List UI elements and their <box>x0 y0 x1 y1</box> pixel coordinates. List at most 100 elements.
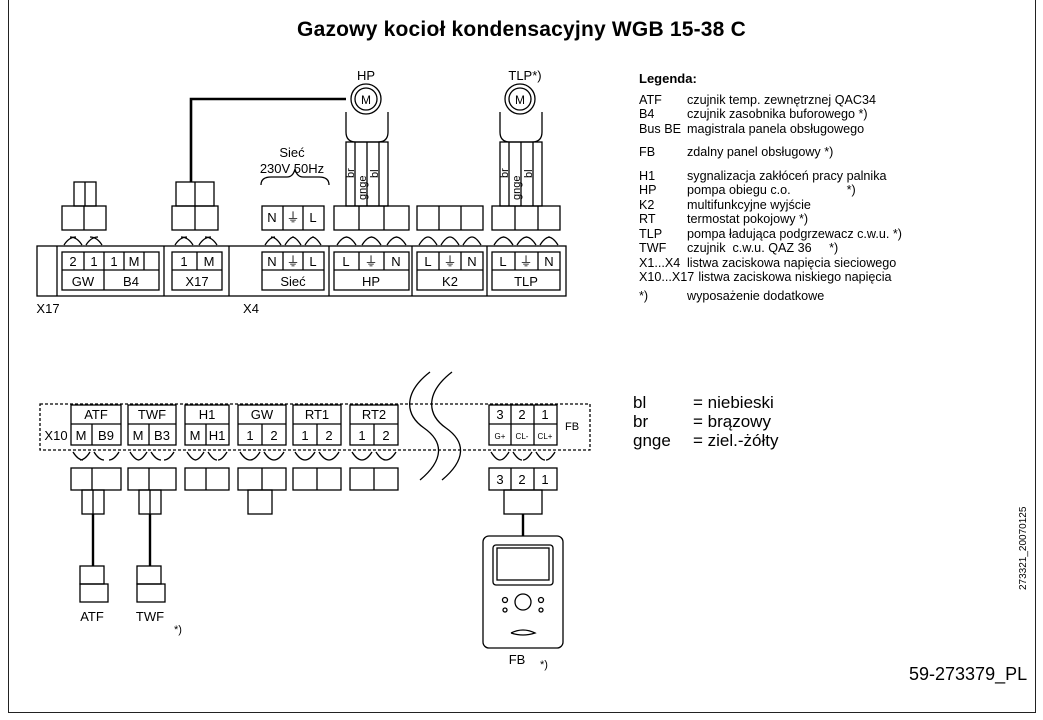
pin-label: ⏚ <box>286 254 299 269</box>
page-title: Gazowy kocioł kondensacyjny WGB 15-38 C <box>297 18 746 41</box>
fb-label: FB <box>509 652 526 667</box>
legend-heading: Legenda: <box>639 71 697 86</box>
group-label: K2 <box>442 274 458 289</box>
plug-pin-number: 1 <box>541 472 548 487</box>
pin-label: 1 <box>301 428 308 443</box>
wire-label: gnge <box>511 176 523 200</box>
twf-note: *) <box>174 624 182 636</box>
supply-label: Sieć <box>279 145 305 160</box>
plug-siec <box>261 205 325 231</box>
group-label: TWF <box>138 407 166 422</box>
pin-label: 2 <box>382 428 389 443</box>
supply-bracket <box>260 168 330 186</box>
plug-hp <box>333 205 410 231</box>
group-label: RT1 <box>305 407 329 422</box>
colour-row: br= brązowy <box>633 412 771 431</box>
pin-label: G+ <box>495 432 506 441</box>
plug-tlp <box>491 205 561 231</box>
wire-label: gnge <box>357 176 369 200</box>
colour-row: bl= niebieski <box>633 393 774 412</box>
pin-label: 2 <box>69 254 76 269</box>
vertical-reference: 273321_20070125 <box>1018 506 1029 590</box>
group-label: TLP <box>514 274 538 289</box>
group-label: Sieć <box>280 274 306 289</box>
motor-symbol: M <box>515 93 525 107</box>
group-label: RT2 <box>362 407 386 422</box>
tlp-pump <box>499 83 543 207</box>
group-label: B4 <box>123 274 139 289</box>
pin-label: N <box>467 254 476 269</box>
pin-label: CL+ <box>538 432 553 441</box>
pin-number: 1 <box>541 407 548 422</box>
pin-label: N <box>267 254 276 269</box>
bottom-strip-frame <box>39 403 591 451</box>
group-label: GW <box>72 274 95 289</box>
hp-pump <box>345 83 389 207</box>
pin-label: ⏚ <box>519 254 532 269</box>
atf-label: ATF <box>80 609 104 624</box>
wire-label: br <box>345 168 357 178</box>
pin-label: L <box>499 254 506 269</box>
group-label: GW <box>251 407 274 422</box>
pin-label: L <box>309 210 316 225</box>
fb-remote-panel <box>482 535 564 649</box>
reference-code: 59-273379_PL <box>909 664 1028 684</box>
pin-label: L <box>424 254 431 269</box>
pin-label: M <box>133 428 144 443</box>
break-line-1 <box>409 371 440 481</box>
pin-label: N <box>544 254 553 269</box>
top-plug-arcs <box>63 236 559 246</box>
twf-sensor <box>136 565 162 585</box>
group-label: X17 <box>185 274 208 289</box>
pin-label: M <box>129 254 140 269</box>
pin-label: ⏚ <box>443 254 456 269</box>
pin-label: M <box>76 428 87 443</box>
x17-cable <box>189 97 346 182</box>
group-label: ATF <box>84 407 108 422</box>
pin-label: 2 <box>325 428 332 443</box>
top-strip-frame <box>36 245 567 297</box>
legend-row: *)wyposażenie dodatkowe <box>639 288 825 303</box>
x4-strip-label: X4 <box>243 301 259 316</box>
pin-label: H1 <box>209 428 226 443</box>
supply-voltage: 230V 50Hz <box>260 161 324 176</box>
pin-label: 1 <box>246 428 253 443</box>
bottom-plug-arcs <box>72 451 556 461</box>
plug-pin-number: 2 <box>518 472 525 487</box>
break-line-2 <box>431 371 462 481</box>
wire-label: bl <box>523 169 535 178</box>
pin-label: M <box>190 428 201 443</box>
plug-k2 <box>416 205 484 231</box>
plug-pin-number: 3 <box>496 472 503 487</box>
pin-label: 1 <box>110 254 117 269</box>
group-label: H1 <box>199 407 216 422</box>
pin-label: 2 <box>270 428 277 443</box>
pin-number: 2 <box>518 407 525 422</box>
colour-row: gnge= ziel.-żółty <box>633 431 779 450</box>
wire-colour-key: bl= niebieski br= brązowy gnge= ziel.-żó… <box>633 393 779 450</box>
wire-label: br <box>499 168 511 178</box>
atf-sensor <box>79 565 105 585</box>
pin-label: ⏚ <box>286 210 299 225</box>
pin-label: M <box>204 254 215 269</box>
wire-label: bl <box>369 169 381 178</box>
pin-label: B9 <box>98 428 114 443</box>
pin-label: 1 <box>358 428 365 443</box>
pin-label: N <box>267 210 276 225</box>
pin-number: 3 <box>496 407 503 422</box>
pin-label: N <box>391 254 400 269</box>
pin-label: 1 <box>180 254 187 269</box>
x17-strip-label: X17 <box>36 301 59 316</box>
hp-label: HP <box>357 68 375 83</box>
